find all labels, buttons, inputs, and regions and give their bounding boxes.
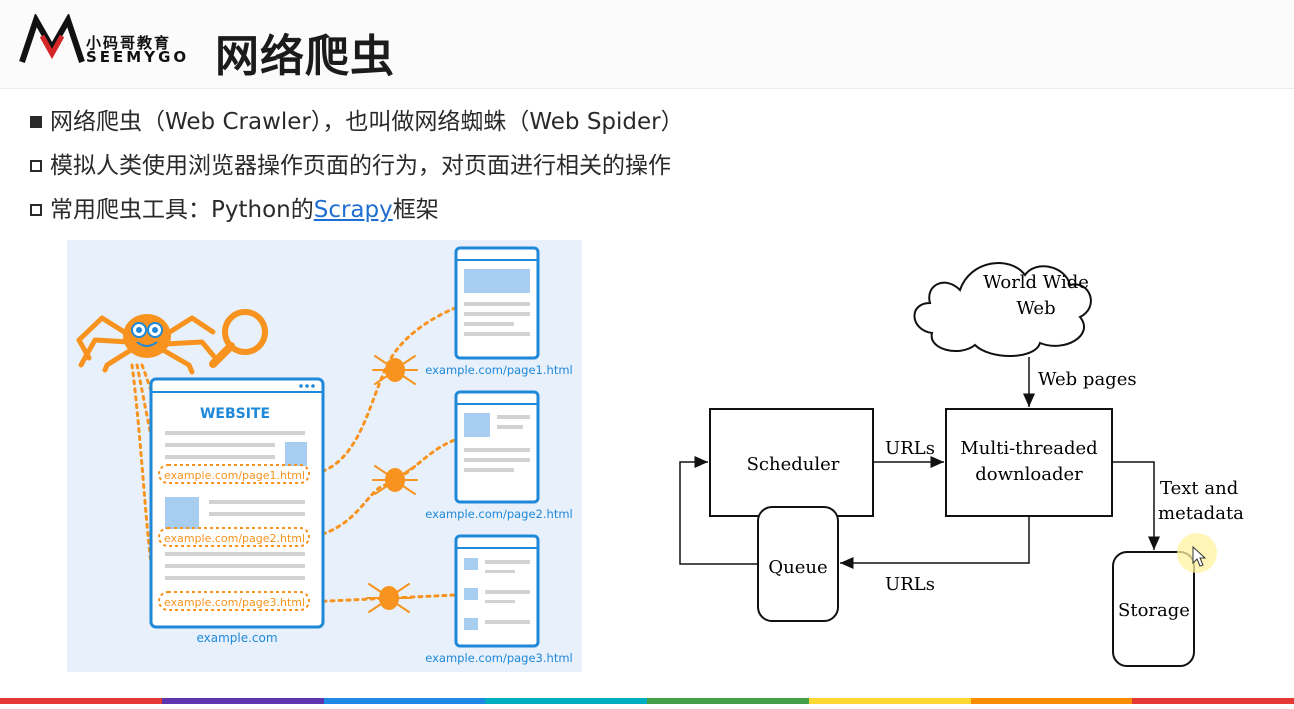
color-stripe bbox=[0, 698, 1294, 704]
spider-mascot-icon bbox=[76, 314, 220, 375]
bullet-text: 网络爬虫（Web Crawler），也叫做网络蜘蛛（Web Spider） bbox=[50, 109, 684, 135]
web-pages-label: Web pages bbox=[1038, 369, 1137, 390]
logo-english-text: SEEMYGO bbox=[86, 48, 190, 66]
website-link: example.com/page2.html bbox=[164, 532, 305, 545]
small-spider-icon bbox=[372, 355, 418, 385]
text-metadata-label-line2: metadata bbox=[1158, 503, 1244, 524]
storage-box bbox=[1112, 551, 1195, 667]
bullet-item: 模拟人类使用浏览器操作页面的行为，对页面进行相关的操作 bbox=[30, 144, 684, 188]
crawler-illustration: WEBSITE example.com/page1.html example.c… bbox=[67, 240, 582, 672]
queue-label: Queue bbox=[768, 557, 827, 578]
logo-chinese-text: 小码哥教育 bbox=[86, 34, 172, 52]
website-heading: WEBSITE bbox=[200, 406, 270, 422]
website-link: example.com/page3.html bbox=[164, 596, 305, 609]
mouse-cursor-icon bbox=[1192, 545, 1207, 567]
magnifier-icon bbox=[209, 309, 268, 368]
website-caption: example.com bbox=[196, 631, 277, 645]
color-stripe-segment bbox=[161, 698, 324, 704]
bullet-text: 模拟人类使用浏览器操作页面的行为，对页面进行相关的操作 bbox=[50, 153, 671, 179]
cloud-label-line2: Web bbox=[1016, 298, 1055, 319]
downloader-box bbox=[945, 408, 1113, 517]
website-page: WEBSITE example.com/page1.html example.c… bbox=[149, 377, 325, 645]
downloader-label-line1: Multi-threaded bbox=[960, 438, 1097, 459]
architecture-diagram-svg: World Wide Web Web pages Scheduler Multi… bbox=[679, 262, 1244, 667]
color-stripe-segment bbox=[647, 698, 809, 704]
crawler-architecture-diagram: World Wide Web Web pages Scheduler Multi… bbox=[660, 235, 1260, 675]
scrapy-link[interactable]: Scrapy bbox=[313, 197, 393, 223]
color-stripe-segment bbox=[1132, 698, 1294, 704]
page-caption: example.com/page3.html bbox=[425, 651, 572, 665]
bullet-list: 网络爬虫（Web Crawler），也叫做网络蜘蛛（Web Spider） 模拟… bbox=[30, 100, 684, 232]
bullet-item: 网络爬虫（Web Crawler），也叫做网络蜘蛛（Web Spider） bbox=[30, 100, 684, 144]
small-spider-icon bbox=[372, 465, 418, 495]
seemygo-logo bbox=[19, 14, 85, 63]
color-stripe-segment bbox=[970, 698, 1133, 704]
color-stripe-segment bbox=[323, 698, 486, 704]
bullet-text-suffix: 框架 bbox=[392, 197, 439, 223]
scheduler-label: Scheduler bbox=[747, 454, 840, 475]
page-caption: example.com/page1.html bbox=[425, 363, 572, 377]
color-stripe-segment bbox=[485, 698, 647, 704]
bullet-item: 常用爬虫工具：Python的Scrapy框架 bbox=[30, 188, 684, 232]
color-stripe-segment bbox=[0, 698, 162, 704]
slide-title: 网络爬虫 bbox=[215, 31, 395, 82]
storage-label: Storage bbox=[1118, 600, 1190, 621]
bullet-text-prefix: 常用爬虫工具：Python的 bbox=[50, 197, 314, 223]
color-stripe-segment bbox=[808, 698, 971, 704]
small-spider-icon bbox=[366, 583, 412, 613]
hollow-square-icon bbox=[30, 160, 42, 172]
cloud-icon bbox=[913, 262, 1092, 357]
crawled-page-1: example.com/page1.html bbox=[425, 246, 573, 377]
page-caption: example.com/page2.html bbox=[425, 507, 572, 521]
cloud-label-line1: World Wide bbox=[983, 272, 1089, 293]
filled-square-icon bbox=[30, 116, 42, 128]
slide-header: 小码哥教育 SEEMYGO 网络爬虫 bbox=[0, 0, 1294, 89]
downloader-label-line2: downloader bbox=[975, 464, 1083, 485]
text-metadata-label-line1: Text and bbox=[1160, 478, 1238, 499]
website-link: example.com/page1.html bbox=[164, 469, 305, 482]
crawler-illustration-svg: WEBSITE example.com/page1.html example.c… bbox=[76, 246, 573, 665]
urls-bottom-label: URLs bbox=[885, 574, 935, 595]
hollow-square-icon bbox=[30, 204, 42, 216]
crawled-page-3: example.com/page3.html bbox=[425, 534, 573, 665]
urls-top-label: URLs bbox=[885, 438, 935, 459]
crawled-page-2: example.com/page2.html bbox=[425, 390, 573, 521]
